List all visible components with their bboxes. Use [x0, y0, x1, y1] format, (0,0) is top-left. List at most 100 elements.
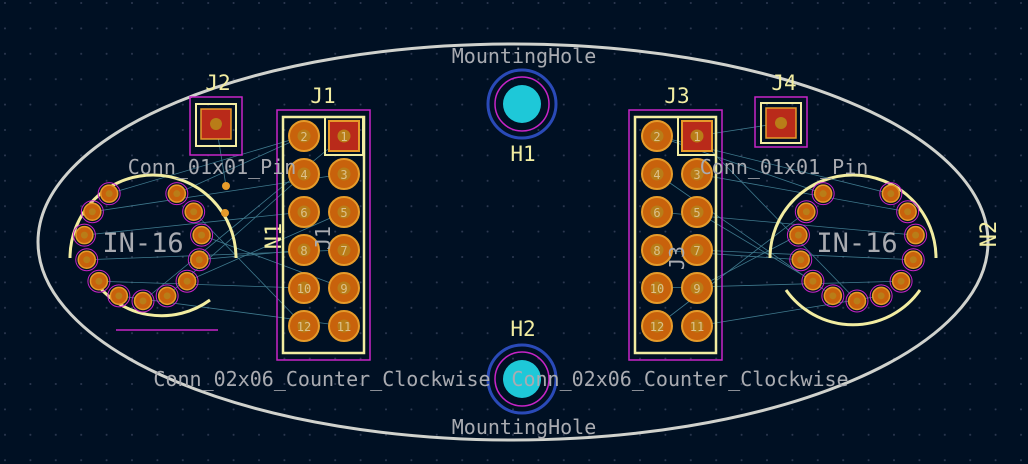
j1-fab-label: J1: [311, 226, 335, 250]
mounting-hole-h2[interactable]: H2 MountingHole: [452, 317, 597, 439]
n2-pad-courtyard: [889, 269, 913, 293]
n1-pad-courtyard: [190, 223, 214, 247]
j4-drill: [775, 117, 787, 129]
n1-drill: [183, 277, 191, 285]
j3-pin-number: 8: [653, 244, 660, 258]
j3-drill: [690, 243, 704, 257]
footprint-j2[interactable]: J2 Conn_01x01_Pin: [128, 71, 297, 179]
h1-outer-ring: [486, 68, 558, 140]
ratsnest-line: [199, 249, 305, 261]
footprint-j4[interactable]: J4 Conn_01x01_Pin: [700, 71, 869, 179]
mounting-hole-h1[interactable]: MountingHole H1: [452, 44, 597, 166]
j1-value-label: Conn_02x06_Counter_Clockwise: [153, 367, 490, 391]
ratsnest-line: [656, 211, 807, 327]
ratsnest-line: [656, 249, 801, 261]
j1-drill: [297, 243, 311, 257]
j3-drill: [650, 167, 664, 181]
j1-drill: [297, 281, 311, 295]
j1-pin-number: 7: [340, 244, 347, 258]
j1-pin-number: 4: [300, 168, 307, 182]
n2-pad-ring[interactable]: [786, 182, 928, 313]
j3-drill: [690, 205, 704, 219]
h1-ref-label: H1: [510, 142, 535, 166]
n2-ref-label: N2: [977, 221, 1002, 248]
j3-pin-number: 2: [653, 130, 660, 144]
n1-drill: [105, 190, 113, 198]
j4-courtyard: [754, 96, 808, 148]
j4-silkscreen-outline: [760, 102, 802, 144]
n2-pad-courtyard: [789, 248, 813, 272]
j1-pin-number: 3: [340, 168, 347, 182]
n2-pad-courtyard: [821, 284, 845, 308]
ratsnest-line: [84, 211, 305, 236]
n2-drill: [909, 256, 917, 264]
j3-pin-number: 4: [653, 168, 660, 182]
j3-pin-number: 9: [693, 282, 700, 296]
j3-pin1-marker: [677, 116, 717, 156]
j1-courtyard: [276, 109, 371, 361]
j1-ref-label: J1: [310, 84, 335, 108]
n2-pad-courtyard: [801, 269, 825, 293]
n2-drill: [887, 190, 895, 198]
footprint-n2[interactable]: IN-16 N2: [768, 173, 1002, 327]
n2-silkscreen-arc: [768, 173, 938, 259]
j1-pin-number: 6: [300, 206, 307, 220]
j2-pad[interactable]: [200, 108, 232, 140]
j1-pin-number: 5: [340, 206, 347, 220]
n1-drill: [115, 292, 123, 300]
n1-pad-courtyard: [187, 248, 211, 272]
n1-drill: [139, 297, 147, 305]
j3-pin-number: 5: [693, 206, 700, 220]
n1-value-label: IN-16: [102, 228, 183, 259]
ratsnest-line: [109, 135, 305, 195]
j3-silkscreen-outline: [633, 115, 718, 355]
ratsnest-line: [186, 211, 345, 282]
n1-pad-courtyard: [131, 289, 155, 313]
n1-pad-ring[interactable]: [72, 182, 230, 313]
n1-pad-courtyard: [87, 269, 111, 293]
j3-pin-number: 3: [693, 168, 700, 182]
n1-pad-courtyard: [107, 284, 131, 308]
n2-drill: [829, 292, 837, 300]
j1-pin1-marker: [324, 116, 364, 156]
n2-value-label: IN-16: [816, 228, 897, 259]
j4-ref-label: J4: [771, 71, 796, 95]
h1-value-label: MountingHole: [452, 44, 597, 68]
j1-pin-number: 12: [297, 320, 311, 334]
j3-drill: [690, 319, 704, 333]
j3-pin-number: 10: [650, 282, 664, 296]
h2-value-label: MountingHole: [452, 415, 597, 439]
j3-pin-number: 6: [653, 206, 660, 220]
j1-drill: [337, 129, 351, 143]
j1-pin-number: 8: [300, 244, 307, 258]
n1-pad-courtyard: [155, 284, 179, 308]
board-outline-edge-cut[interactable]: [36, 42, 990, 442]
n1-via: [221, 209, 229, 217]
footprint-n1[interactable]: IN-16 N1: [68, 173, 287, 331]
n2-pad-courtyard: [845, 289, 869, 313]
j1-pin-number: 10: [297, 282, 311, 296]
n2-drill: [912, 231, 920, 239]
ratsnest-line: [696, 234, 799, 289]
j1-drill: [337, 281, 351, 295]
n1-pad-courtyard: [175, 269, 199, 293]
j3-drill: [650, 205, 664, 219]
j4-value-label: Conn_01x01_Pin: [700, 155, 869, 179]
n2-drill: [853, 297, 861, 305]
j3-drill: [690, 281, 704, 295]
h2-hole[interactable]: [503, 360, 541, 398]
h1-hole[interactable]: [503, 85, 541, 123]
j3-drill: [650, 319, 664, 333]
ratsnest-line: [98, 280, 305, 289]
n2-drill: [897, 277, 905, 285]
j3-drill: [690, 129, 704, 143]
n2-drill: [904, 208, 912, 216]
j2-silkscreen-outline: [195, 103, 237, 147]
j1-pin-number: 11: [337, 320, 351, 334]
j3-pin-number: 11: [690, 320, 704, 334]
